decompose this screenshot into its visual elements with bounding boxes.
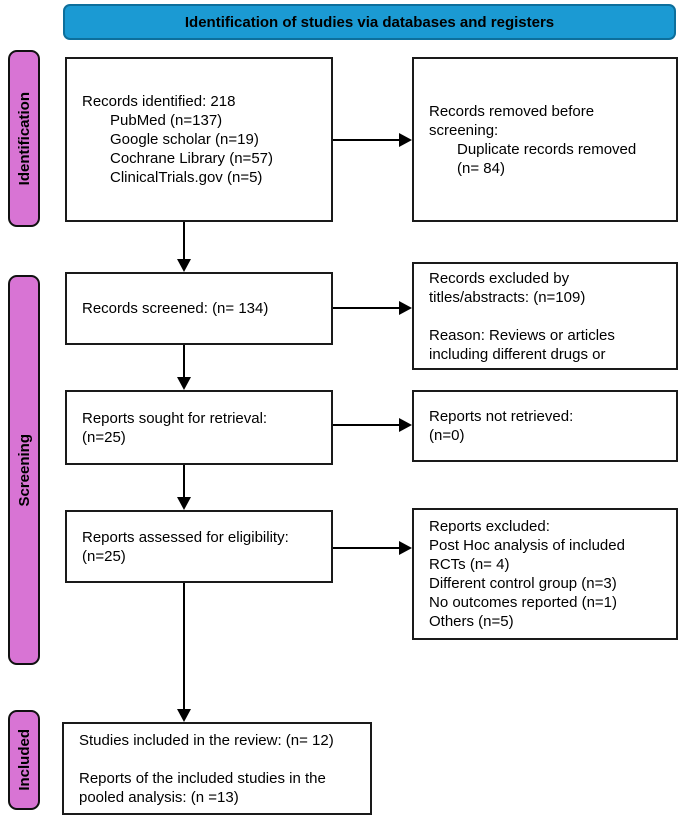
stage-included-label: Included (15, 729, 33, 791)
arrow-sought-to-assessed-line (183, 465, 185, 497)
stage-included: Included (8, 710, 40, 810)
box-text-line: (n= 84) (457, 159, 505, 177)
box-reports-sought: Reports sought for retrieval: (n=25) (65, 390, 333, 465)
stage-screening-label: Screening (15, 433, 33, 507)
box-text-line: pooled analysis: (n =13) (79, 788, 239, 806)
box-text-line: Others (n=5) (429, 613, 514, 630)
arrow-assessed-to-excluded-line (333, 547, 400, 549)
box-text-line: Reports not retrieved: (429, 408, 574, 425)
box-text-line: Reports assessed for eligibility: (82, 528, 289, 546)
arrow-right-icon (399, 418, 412, 432)
box-text-line: Records removed before (429, 102, 595, 120)
arrow-right-icon (399, 301, 412, 315)
arrow-sought-to-notretrieved-line (333, 424, 400, 426)
box-text-line: Records screened: (n= 134) (82, 300, 269, 317)
box-text-line (429, 307, 666, 326)
box-text-line: titles/abstracts: (n=109) (429, 288, 586, 306)
arrow-identified-to-removed-line (333, 139, 400, 141)
arrow-down-icon (177, 497, 191, 510)
box-text-line: Reports of the included studies in the (79, 769, 326, 787)
box-text-line: (n=0) (429, 427, 465, 444)
box-reports-excluded: Reports excluded: Post Hoc analysis of i… (412, 508, 678, 640)
box-text-line: Records identified: 218 (82, 93, 236, 110)
box-text-line: Cochrane Library (n=57) (110, 150, 274, 167)
stage-identification-label: Identification (15, 91, 33, 186)
box-text-line: RCTs (n= 4) (429, 556, 510, 573)
box-text-line: Google scholar (n=19) (110, 131, 259, 148)
box-text-line: Studies included in the review: (n= 12) (79, 731, 334, 749)
arrow-down-icon (177, 709, 191, 722)
arrow-assessed-to-included-line (183, 583, 185, 709)
box-text-line: Records excluded by (429, 269, 570, 287)
stage-identification: Identification (8, 50, 40, 227)
box-text-line: Reason: Reviews or articles (429, 326, 615, 344)
header-banner: Identification of studies via databases … (63, 4, 676, 40)
box-records-excluded: Records excluded by titles/abstracts: (n… (412, 262, 678, 370)
box-text-line: Post Hoc analysis of included (429, 537, 625, 554)
box-text-line: ClinicalTrials.gov (n=5) (110, 169, 263, 186)
box-text-line (79, 750, 360, 769)
arrow-identified-to-screened-line (183, 222, 185, 259)
header-title: Identification of studies via databases … (184, 13, 555, 31)
box-text-line: Duplicate records removed (457, 140, 637, 158)
box-text-line: screening: (429, 121, 499, 139)
arrow-screened-to-excluded-line (333, 307, 400, 309)
box-text-line: No outcomes reported (n=1) (429, 594, 618, 611)
arrow-down-icon (177, 259, 191, 272)
box-text-line: including different drugs or (429, 345, 606, 363)
box-reports-not-retrieved: Reports not retrieved: (n=0) (412, 390, 678, 462)
arrow-down-icon (177, 377, 191, 390)
box-text-line: PubMed (n=137) (110, 112, 223, 129)
arrow-right-icon (399, 133, 412, 147)
box-records-screened: Records screened: (n= 134) (65, 272, 333, 345)
box-text-line: Reports excluded: (429, 518, 550, 535)
box-studies-included: Studies included in the review: (n= 12) … (62, 722, 372, 815)
arrow-right-icon (399, 541, 412, 555)
box-reports-assessed: Reports assessed for eligibility: (n=25) (65, 510, 333, 583)
box-records-identified: Records identified: 218 PubMed (n=137) G… (65, 57, 333, 222)
stage-screening: Screening (8, 275, 40, 665)
arrow-screened-to-sought-line (183, 345, 185, 377)
box-text-line: Different control group (n=3) (429, 575, 617, 592)
box-text-line: (n=25) (82, 428, 126, 446)
box-text-line: Reports sought for retrieval: (82, 409, 268, 427)
box-records-removed: Records removed before screening: Duplic… (412, 57, 678, 222)
box-text-line: (n=25) (82, 547, 126, 565)
